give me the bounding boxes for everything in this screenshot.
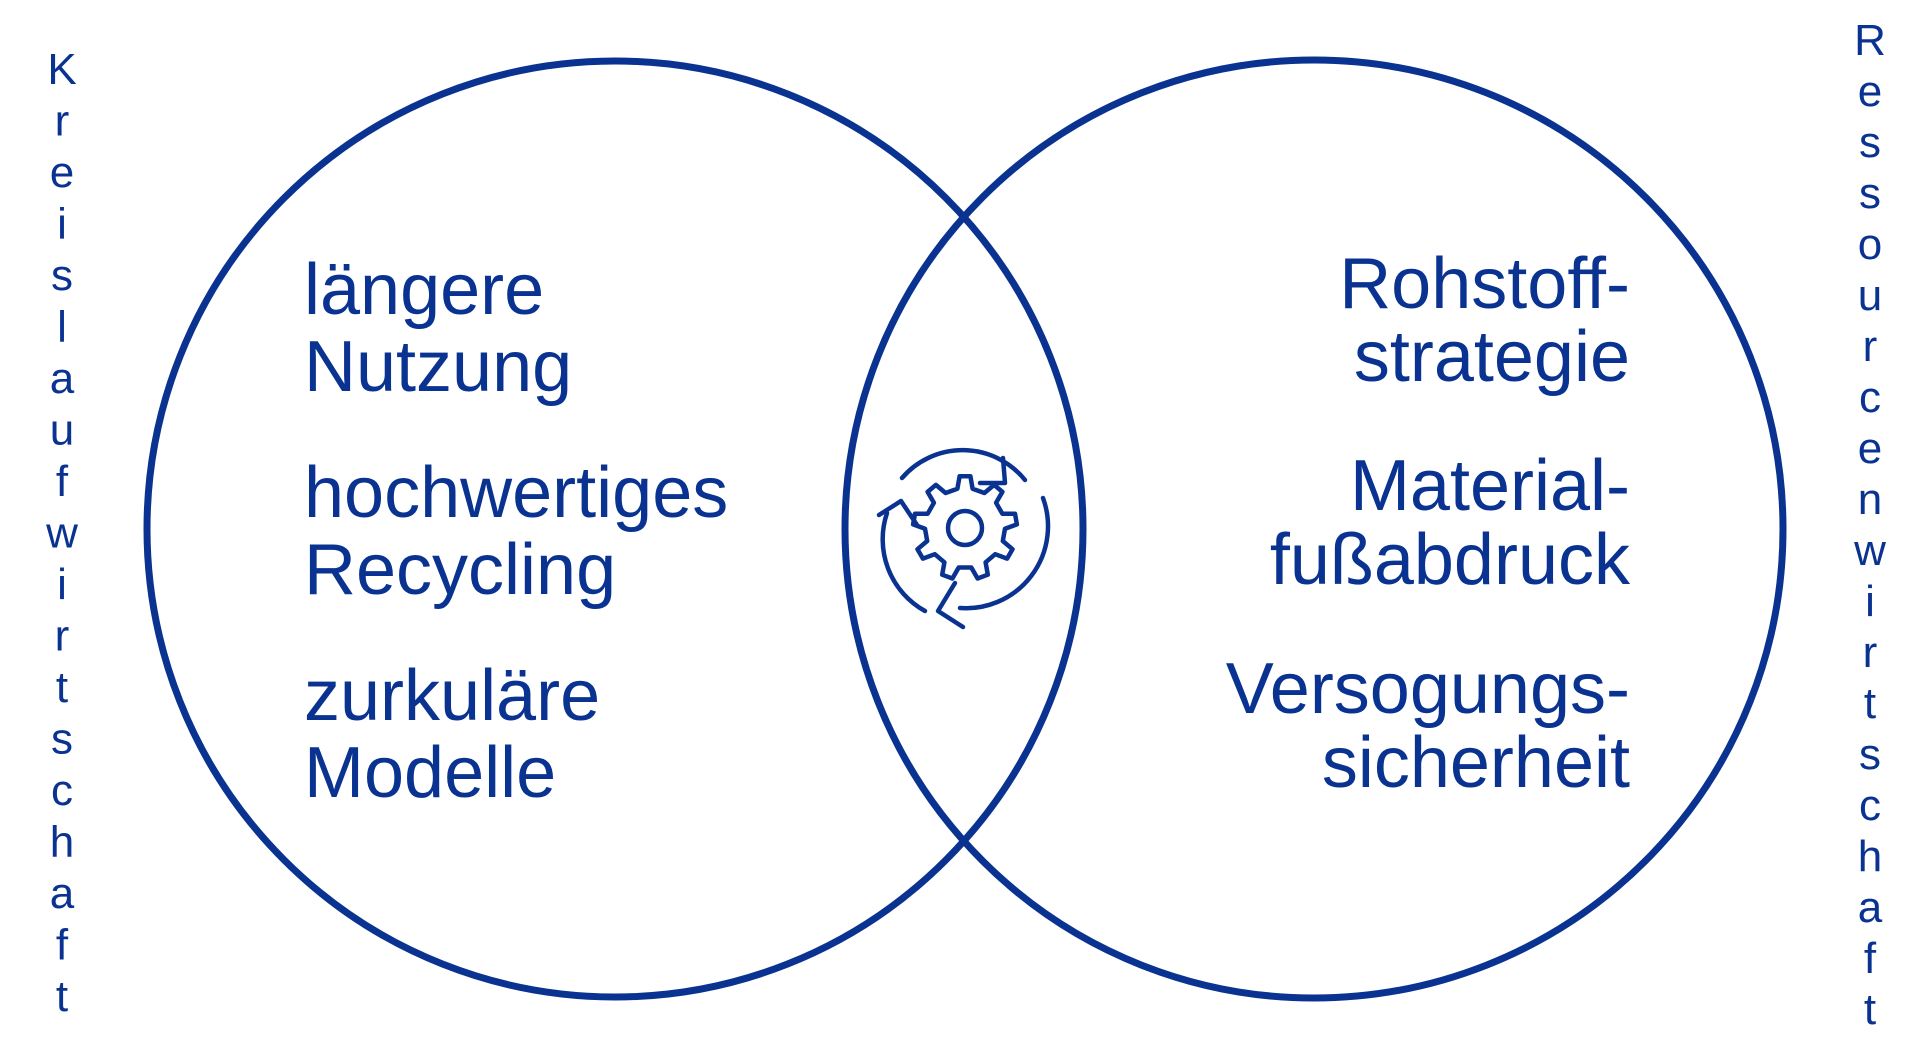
vertical-label-letter: e	[50, 148, 74, 197]
vertical-label-letter: R	[1854, 16, 1886, 65]
vertical-label-letter: a	[50, 354, 75, 403]
left-circle	[143, 57, 1087, 1001]
vertical-label-letter: h	[1858, 832, 1882, 881]
vertical-label-letter: u	[50, 406, 74, 455]
right-item: strategie	[1354, 317, 1630, 397]
vertical-label-letter: i	[1865, 577, 1875, 626]
vertical-label-letter: c	[1859, 781, 1881, 830]
vertical-label-letter: e	[1858, 424, 1882, 473]
vertical-label-letter: c	[51, 766, 73, 815]
vertical-label-letter: f	[1864, 934, 1877, 983]
vertical-label-letter: f	[56, 457, 69, 506]
vertical-label-letter: s	[1859, 169, 1881, 218]
right-circle	[841, 56, 1787, 1002]
left-item: Nutzung	[304, 327, 572, 407]
vertical-label-letter: s	[51, 251, 73, 300]
vertical-label-letter: s	[1859, 118, 1881, 167]
vertical-label-letter: i	[57, 200, 67, 249]
vertical-label-letter: t	[1864, 985, 1876, 1034]
vertical-label-letter: i	[57, 560, 67, 609]
vertical-label-letter: a	[1858, 883, 1883, 932]
vertical-label-letter: n	[1858, 475, 1882, 524]
right-item: fußabdruck	[1270, 520, 1631, 600]
left-items: längere Nutzung hochwertiges Recycling z…	[304, 250, 728, 813]
right-item: Material-	[1350, 446, 1630, 526]
vertical-label-letter: a	[50, 869, 75, 918]
vertical-label-letter: s	[1859, 730, 1881, 779]
vertical-label-letter: l	[57, 303, 67, 352]
vertical-label-letter: r	[55, 612, 70, 661]
vertical-label-letter: r	[55, 97, 70, 146]
left-item: Recycling	[304, 530, 616, 610]
vertical-label-letter: c	[1859, 373, 1881, 422]
left-item: längere	[304, 250, 544, 330]
vertical-label-letter: h	[50, 818, 74, 867]
vertical-label-letter: t	[1864, 679, 1876, 728]
vertical-label-letter: w	[1853, 526, 1886, 575]
left-item: Modelle	[304, 733, 556, 813]
left-item: zurkuläre	[304, 656, 600, 736]
vertical-label-letter: r	[1863, 628, 1878, 677]
right-item: sicherheit	[1322, 723, 1630, 803]
vertical-label-letter: s	[51, 715, 73, 764]
vertical-label-letter: K	[47, 45, 76, 94]
vertical-label-letter: r	[1863, 322, 1878, 371]
vertical-label-letter: t	[56, 972, 68, 1021]
left-item: hochwertiges	[304, 453, 728, 533]
vertical-label-letter: o	[1858, 220, 1882, 269]
vertical-label-letter: t	[56, 663, 68, 712]
right-items: Rohstoff- strategie Material- fußabdruck…	[1226, 244, 1631, 803]
gear-cycle-icon	[876, 447, 1051, 630]
vertical-label-letter: u	[1858, 271, 1882, 320]
right-item: Versogungs-	[1226, 649, 1630, 729]
vertical-label-letter: e	[1858, 67, 1882, 116]
right-item: Rohstoff-	[1339, 244, 1630, 324]
vertical-label-letter: w	[45, 509, 78, 558]
vertical-label-letter: f	[56, 921, 69, 970]
